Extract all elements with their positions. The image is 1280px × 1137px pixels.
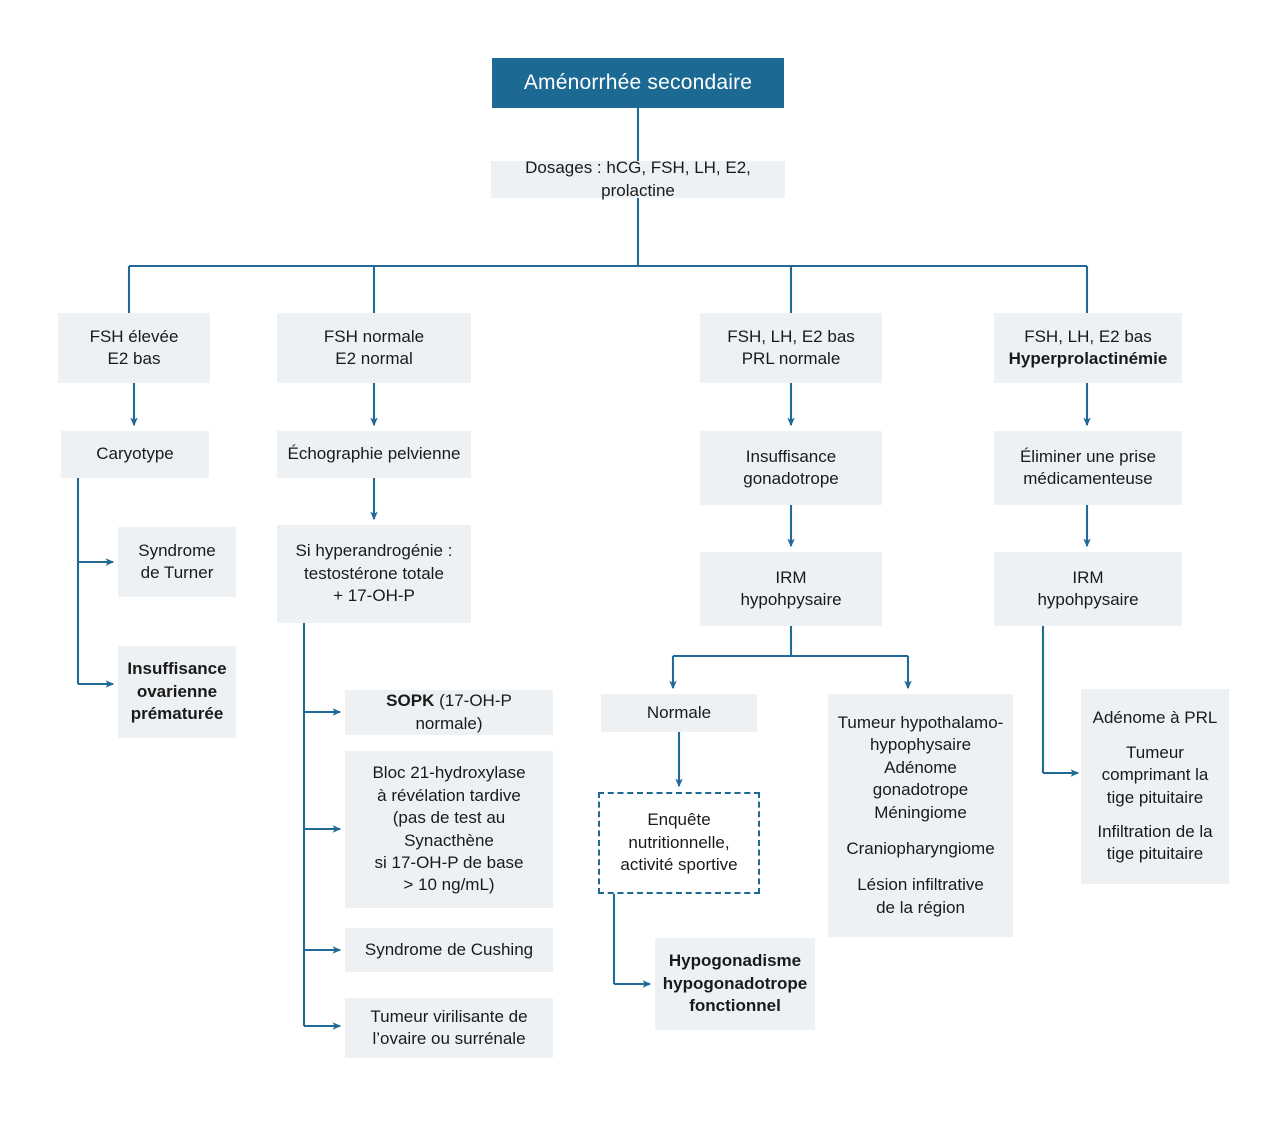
- node-branch-fsh-elevee[interactable]: FSH élevée E2 bas: [58, 313, 210, 383]
- bloc21-line4: si 17-OH-P de base: [374, 852, 524, 872]
- node-branch-hyperprolactinemie[interactable]: FSH, LH, E2 bas Hyperprolactinémie: [994, 313, 1182, 383]
- branch4-line1: FSH, LH, E2 bas: [1024, 326, 1152, 346]
- node-irm-hypophysaire-centre[interactable]: IRM hypohpysaire: [700, 552, 882, 626]
- irmc-line2: hypohpysaire: [740, 590, 842, 609]
- node-branch-fsh-normale[interactable]: FSH normale E2 normal: [277, 313, 471, 383]
- node-caryotype[interactable]: Caryotype: [61, 431, 209, 478]
- tumhh-line1: Tumeur hypothalamo-: [837, 712, 1004, 732]
- cushing-label: Syndrome de Cushing: [364, 939, 534, 959]
- tumhh-line3: Adénome gonadotrope: [872, 757, 969, 800]
- node-si-hyperandrogenie[interactable]: Si hyperandrogénie : testostérone totale…: [277, 525, 471, 623]
- tumvir-line2: l’ovaire ou surrénale: [372, 1029, 526, 1048]
- node-branch-prl-normale[interactable]: FSH, LH, E2 bas PRL normale: [700, 313, 882, 383]
- branch2-line1: FSH normale: [323, 326, 425, 346]
- node-adenome-prl-liste[interactable]: Adénome à PRL Tumeur comprimant la tige …: [1081, 689, 1229, 884]
- bloc21-line1: Bloc 21-hydroxylase: [372, 763, 526, 783]
- node-irm-hypophysaire-droite[interactable]: IRM hypohpysaire: [994, 552, 1182, 626]
- node-tumeurs-hypothalamo-hypophysaires[interactable]: Tumeur hypothalamo- hypophysaire Adénome…: [828, 694, 1013, 937]
- echo-label: Échographie pelvienne: [287, 444, 461, 464]
- turner-line1: Syndrome: [138, 540, 216, 560]
- node-sopk[interactable]: SOPK (17-OH-P normale): [345, 690, 553, 735]
- branch3-line1: FSH, LH, E2 bas: [727, 326, 855, 346]
- prl-line3: comprimant la: [1101, 765, 1209, 785]
- enquete-line3: activité sportive: [620, 855, 738, 875]
- elim-line1: Éliminer une prise: [1019, 446, 1157, 466]
- tumhh-line4: Méningiome: [874, 802, 967, 822]
- tumvir-line1: Tumeur virilisante de: [370, 1006, 528, 1026]
- hyperandro-line2: testostérone totale: [304, 563, 444, 583]
- node-syndrome-cushing[interactable]: Syndrome de Cushing: [345, 928, 553, 972]
- node-root[interactable]: Aménorrhée secondaire: [492, 58, 784, 108]
- enquete-line1: Enquête: [647, 810, 711, 830]
- irmd-line2: hypohpysaire: [1037, 590, 1139, 609]
- node-eliminer-prise-medicamenteuse[interactable]: Éliminer une prise médicamenteuse: [994, 431, 1182, 505]
- node-echographie-pelvienne[interactable]: Échographie pelvienne: [277, 431, 471, 478]
- tumhh-line6: Lésion infiltrative: [857, 875, 984, 895]
- node-insuffisance-ovarienne[interactable]: Insuffisance ovarienne prématurée: [118, 646, 236, 738]
- irmc-line1: IRM: [775, 567, 807, 587]
- tumhh-line5: Craniopharyngiome: [846, 838, 995, 858]
- node-tumeur-virilisante[interactable]: Tumeur virilisante de l’ovaire ou surrén…: [345, 998, 553, 1058]
- node-insuffisance-gonadotrope[interactable]: Insuffisance gonadotrope: [700, 431, 882, 505]
- hypo-line1: Hypogonadisme: [668, 951, 802, 971]
- node-enquete-nutritionnelle[interactable]: Enquête nutritionnelle, activité sportiv…: [598, 792, 760, 894]
- bloc21-line3: (pas de test au Synacthène: [392, 808, 506, 850]
- enquete-line2: nutritionnelle,: [628, 832, 730, 852]
- normale-label: Normale: [646, 702, 712, 722]
- iop-line1: Insuffisance: [127, 659, 227, 679]
- tumhh-line7: de la région: [876, 897, 965, 917]
- prl-line6: tige pituitaire: [1106, 844, 1204, 864]
- prl-line5: Infiltration de la: [1097, 821, 1213, 841]
- node-workup[interactable]: Dosages : hCG, FSH, LH, E2, prolactine: [491, 158, 785, 200]
- node-hypogonadisme-fonctionnel[interactable]: Hypogonadisme hypogonadotrope fonctionne…: [655, 938, 815, 1030]
- hypo-line3: fonctionnel: [689, 996, 781, 1016]
- iop-line2: ovarienne: [136, 681, 218, 701]
- irmd-line1: IRM: [1072, 567, 1104, 587]
- turner-line2: de Turner: [140, 563, 214, 582]
- hyperandro-line3: + 17-OH-P: [333, 586, 415, 606]
- bloc21-line2: à révélation tardive: [377, 785, 521, 805]
- branch2-line2: E2 normal: [335, 349, 413, 368]
- branch3-line2: PRL normale: [741, 349, 841, 368]
- branch1-line1: FSH élevée: [89, 326, 179, 346]
- insufg-line1: Insuffisance: [745, 446, 837, 466]
- node-syndrome-turner[interactable]: Syndrome de Turner: [118, 527, 236, 597]
- branch4-line2: Hyperprolactinémie: [1008, 349, 1168, 368]
- prl-line4: tige pituitaire: [1106, 787, 1204, 807]
- caryotype-label: Caryotype: [96, 444, 174, 464]
- node-bloc-21-hydroxylase[interactable]: Bloc 21-hydroxylase à révélation tardive…: [345, 751, 553, 908]
- prl-line1: Adénome à PRL: [1092, 708, 1218, 728]
- node-workup-label: Dosages : hCG, FSH, LH, E2, prolactine: [525, 158, 751, 200]
- sopk-bold: SOPK: [386, 691, 435, 711]
- tumhh-line2: hypophysaire: [869, 735, 972, 755]
- prl-line2: Tumeur: [1126, 742, 1184, 762]
- insufg-line2: gonadotrope: [743, 469, 839, 488]
- sopk-rest: (17-OH-P normale): [415, 691, 512, 733]
- elim-line2: médicamenteuse: [1023, 469, 1153, 488]
- hyperandro-line1: Si hyperandrogénie :: [295, 541, 453, 561]
- node-root-label: Aménorrhée secondaire: [523, 71, 753, 95]
- node-normale[interactable]: Normale: [601, 694, 757, 732]
- hypo-line2: hypogonadotrope: [662, 973, 808, 993]
- iop-line3: prématurée: [130, 704, 224, 724]
- bloc21-line5: > 10 ng/mL): [403, 875, 495, 895]
- branch1-line2: E2 bas: [107, 349, 161, 368]
